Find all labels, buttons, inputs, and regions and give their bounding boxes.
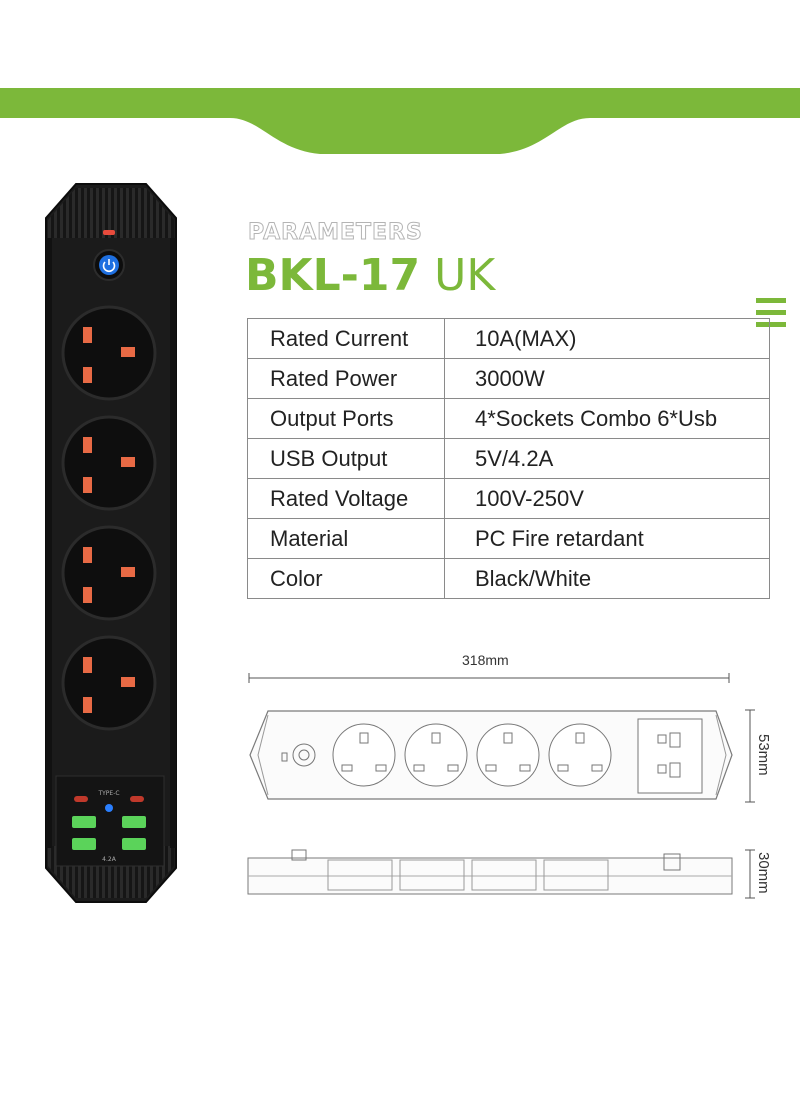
uk-socket xyxy=(61,415,157,511)
power-indicator-light xyxy=(103,230,115,235)
side-view-drawing xyxy=(247,849,733,895)
usb-current-label: 4.2A xyxy=(102,856,117,863)
spec-key: Rated Voltage xyxy=(247,478,445,519)
model-number: BKL-17 xyxy=(245,250,421,301)
header-band xyxy=(0,88,800,154)
spec-value: 100V-250V xyxy=(444,478,770,519)
spec-value: Black/White xyxy=(444,558,770,599)
spec-value: 3000W xyxy=(444,358,770,399)
drawing-socket xyxy=(332,723,396,787)
height-label: 30mm xyxy=(755,852,772,894)
model-title: BKL-17 UK xyxy=(245,250,495,301)
uk-socket xyxy=(61,305,157,401)
height-dimension-line xyxy=(745,849,755,899)
menu-lines-icon xyxy=(756,298,786,336)
spec-value: 5V/4.2A xyxy=(444,438,770,479)
spec-key: Output Ports xyxy=(247,398,445,439)
uk-socket xyxy=(61,525,157,621)
width-dimension-line xyxy=(745,709,755,803)
drawing-socket xyxy=(476,723,540,787)
spec-key: USB Output xyxy=(247,438,445,479)
section-label: PARAMETERS xyxy=(248,220,423,246)
spec-key: Rated Current xyxy=(247,318,445,359)
drawing-socket-block xyxy=(471,859,537,891)
spec-key: Material xyxy=(247,518,445,559)
spec-key: Color xyxy=(247,558,445,599)
length-label: 318mm xyxy=(462,652,509,668)
spec-key: Rated Power xyxy=(247,358,445,399)
length-dimension-line xyxy=(248,673,730,683)
drawing-socket-block xyxy=(327,859,393,891)
drawing-socket xyxy=(548,723,612,787)
drawing-socket-block xyxy=(399,859,465,891)
drawing-socket xyxy=(404,723,468,787)
spec-value: PC Fire retardant xyxy=(444,518,770,559)
spec-value: 4*Sockets Combo 6*Usb xyxy=(444,398,770,439)
spec-value: 10A(MAX) xyxy=(444,318,770,359)
uk-socket xyxy=(61,635,157,731)
product-image: TYPE-C 4.2A xyxy=(45,183,177,903)
top-view-drawing xyxy=(249,710,733,800)
model-region: UK xyxy=(434,250,496,301)
width-label: 53mm xyxy=(755,734,772,776)
drawing-socket-block xyxy=(543,859,609,891)
usb-typec-label: TYPE-C xyxy=(97,790,119,797)
